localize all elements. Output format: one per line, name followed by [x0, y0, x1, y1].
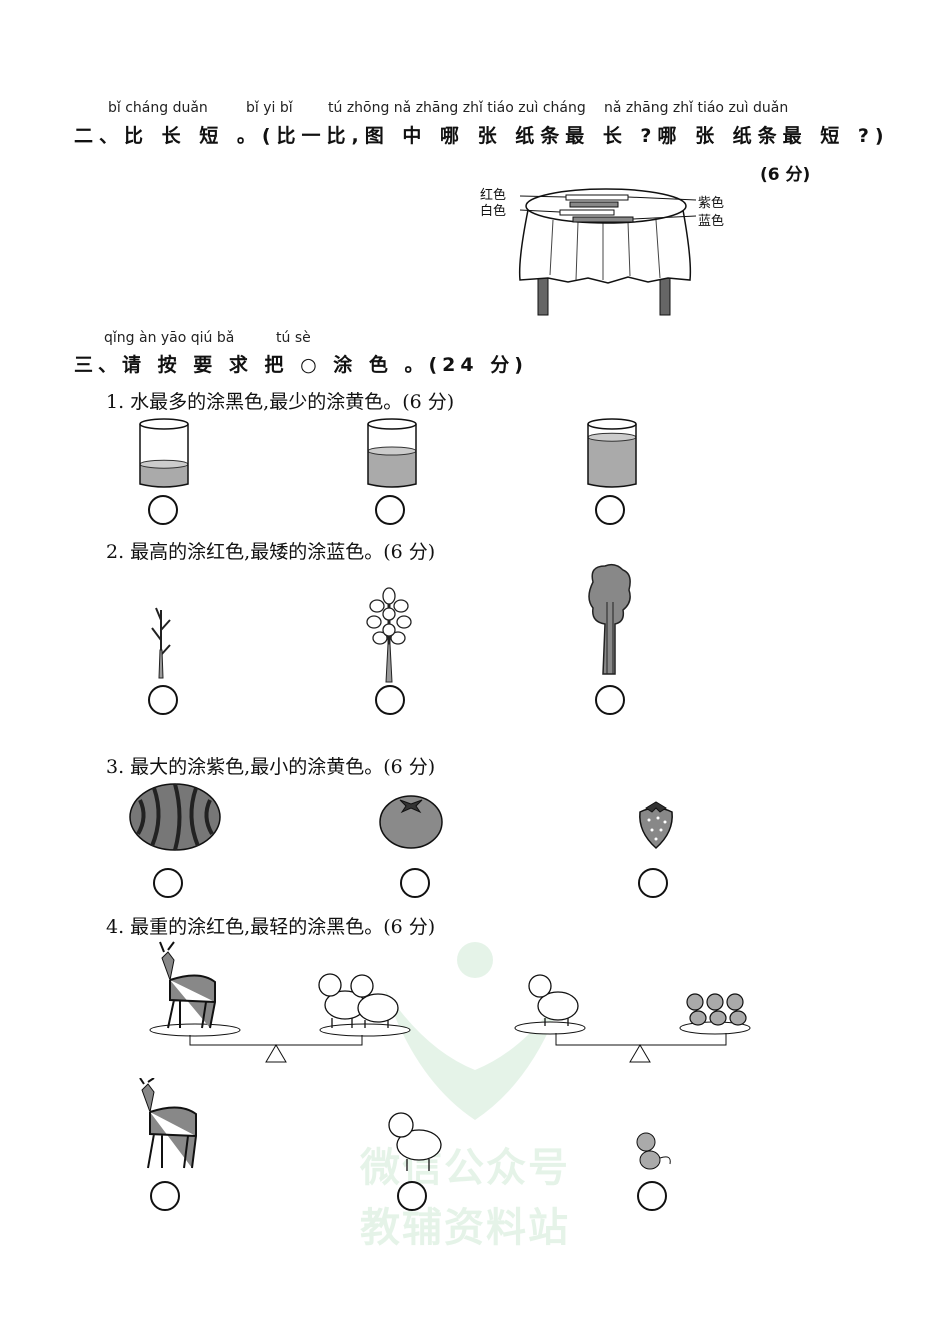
water-surface: [139, 459, 189, 469]
pinyin-section2-1: bǐ cháng duǎn: [108, 100, 208, 116]
water-surface: [587, 432, 637, 442]
answer-circle-4-3[interactable]: [637, 1181, 667, 1211]
lamb-single-icon: [388, 1112, 442, 1171]
cat-single-icon: [636, 1132, 671, 1170]
lamb-pair-icon: [318, 973, 399, 1028]
balance-scale-2: [514, 974, 751, 1063]
answer-circle-4-1[interactable]: [150, 1181, 180, 1211]
answer-circle-1-2[interactable]: [375, 495, 405, 525]
balance-scale-1: [149, 941, 411, 1063]
label-white: 白色: [480, 204, 507, 219]
cup-rim: [139, 418, 189, 430]
water-cup-1: [139, 418, 189, 488]
answer-circle-3-3[interactable]: [638, 868, 668, 898]
pinyin-section2-2: bǐ yi bǐ: [246, 100, 293, 116]
pinyin-section3-2: tú sè: [276, 330, 311, 346]
cup-rim: [587, 418, 637, 430]
pinyin-section3-1: qǐng àn yāo qiú bǎ: [104, 330, 235, 346]
question-4: 4. 最重的涂红色,最轻的涂黑色。(6 分): [106, 916, 436, 938]
water-surface: [367, 446, 417, 456]
water-cup-3: [587, 418, 637, 488]
watermark: 微信公众号 教辅资料站: [355, 930, 595, 1251]
cat-group-icon: [686, 993, 747, 1026]
water-fill: [140, 464, 188, 487]
question-1: 1. 水最多的涂黑色,最少的涂黄色。(6 分): [106, 391, 455, 413]
table-illustration: 红色 白色 紫色 蓝色: [478, 180, 738, 320]
cup-body: [139, 424, 189, 488]
watermark-line1: 微信公众号: [360, 1145, 570, 1191]
section2-title: 二、比 长 短 。(比一比,图 中 哪 张 纸条最 长 ?哪 张 纸条最 短 ?…: [74, 125, 890, 147]
tomato-icon: [379, 795, 443, 849]
cup-body: [587, 424, 637, 488]
tree-small-icon: [151, 607, 171, 679]
section3-title: 三、请 按 要 求 把 ○ 涂 色 。(24 分): [74, 354, 528, 376]
section2-score: (6 分): [760, 165, 811, 185]
tree-medium-icon: [366, 587, 412, 683]
question-3: 3. 最大的涂紫色,最小的涂黄色。(6 分): [106, 756, 436, 778]
deer-icon: [159, 941, 216, 1029]
answer-circle-2-1[interactable]: [148, 685, 178, 715]
strawberry-icon: [639, 801, 673, 850]
watermelon-icon: [129, 783, 221, 851]
answer-circle-1-1[interactable]: [148, 495, 178, 525]
water-cup-2: [367, 418, 417, 488]
answer-circle-3-1[interactable]: [153, 868, 183, 898]
pinyin-section2-4: nǎ zhāng zhǐ tiáo zuì duǎn: [604, 100, 789, 116]
answer-circle-2-2[interactable]: [375, 685, 405, 715]
answer-circle-3-2[interactable]: [400, 868, 430, 898]
answer-circle-4-2[interactable]: [397, 1181, 427, 1211]
label-purple: 紫色: [698, 196, 725, 211]
deer-single-icon: [139, 1078, 197, 1169]
tree-tall-icon: [588, 563, 631, 675]
watermark-logo-icon: [385, 942, 565, 1120]
water-fill: [588, 437, 636, 487]
pinyin-section2-3: tú zhōng nǎ zhāng zhǐ tiáo zuì cháng: [328, 100, 586, 116]
cup-body: [367, 424, 417, 488]
table-icon: [518, 188, 697, 316]
answer-circle-2-3[interactable]: [595, 685, 625, 715]
question-2: 2. 最高的涂红色,最矮的涂蓝色。(6 分): [106, 541, 436, 563]
answer-circle-1-3[interactable]: [595, 495, 625, 525]
label-red: 红色: [480, 188, 507, 203]
lamb-icon: [528, 974, 579, 1026]
water-fill: [368, 451, 416, 487]
watermark-line2: 教辅资料站: [360, 1205, 570, 1251]
cup-rim: [367, 418, 417, 430]
label-blue: 蓝色: [698, 214, 725, 229]
